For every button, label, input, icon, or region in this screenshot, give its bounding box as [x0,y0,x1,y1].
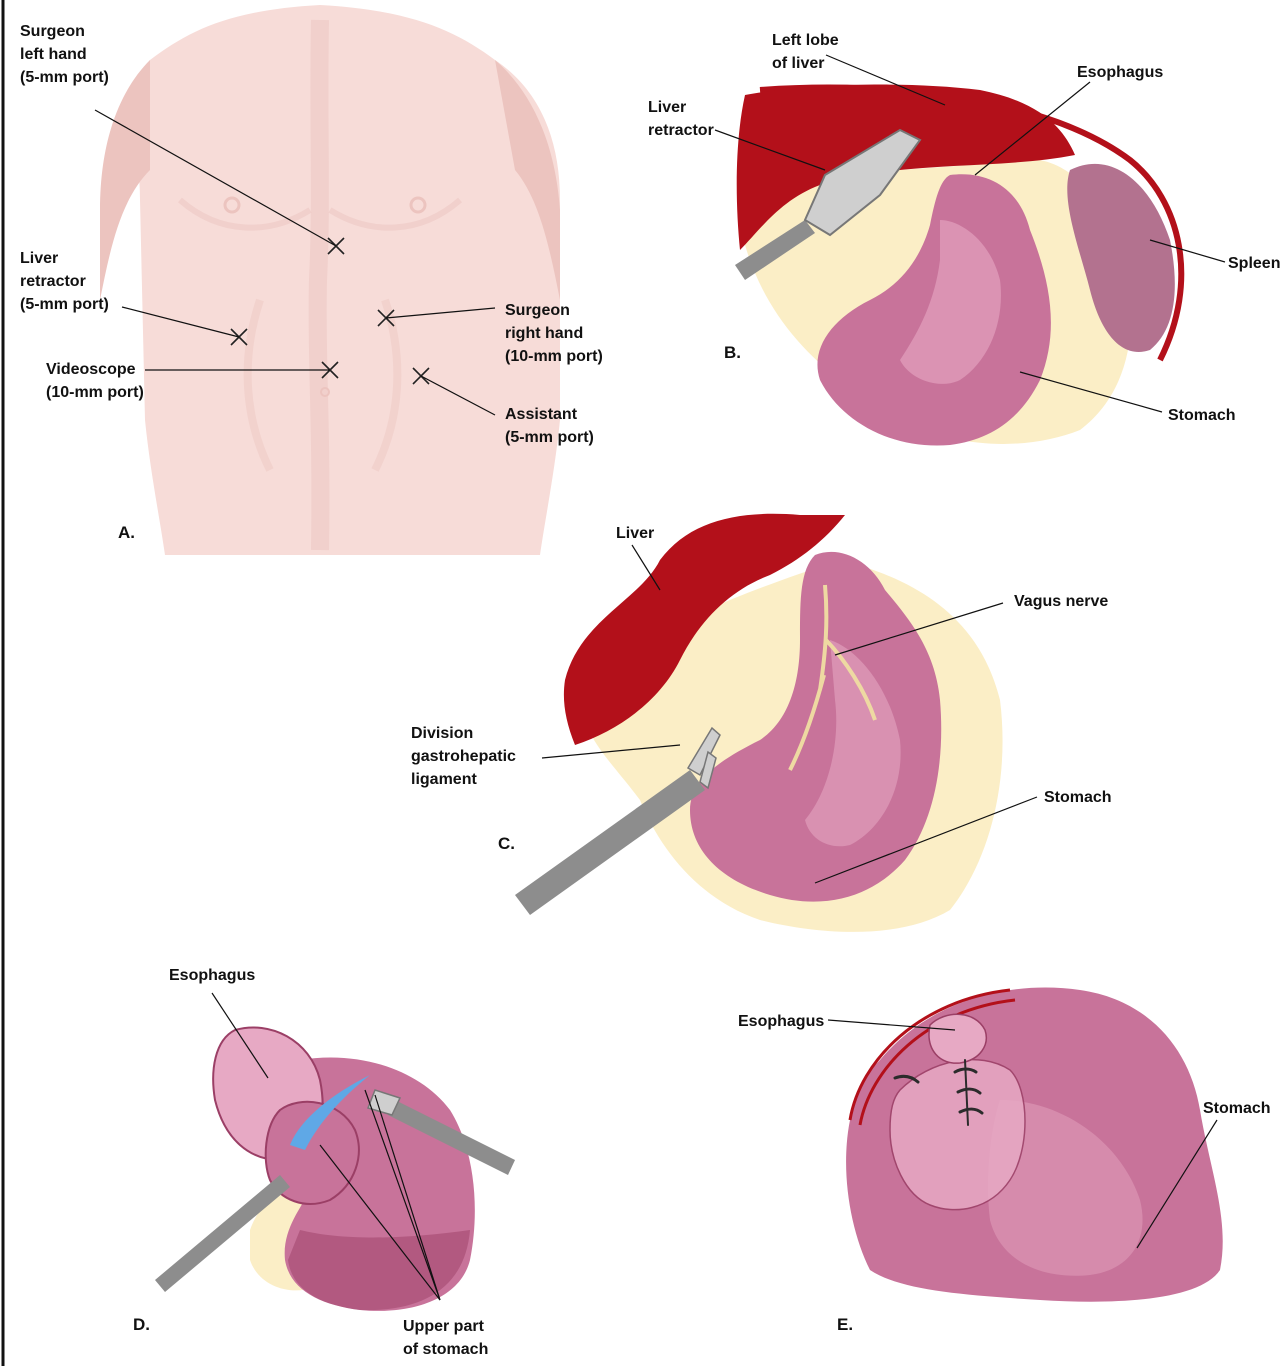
e-wrap [890,1060,1025,1210]
label-b-spleen: Spleen [1228,255,1280,272]
d-stomach-lower [288,1230,470,1310]
label-b-liver-retractor: Liver retractor [648,99,714,139]
panel-e-illustration [846,988,1223,1302]
label-e-stomach: Stomach [1203,1100,1271,1117]
label-c-division: Division gastrohepatic ligament [411,725,520,788]
label-d-esophagus: Esophagus [169,967,255,984]
label-d-upper-part: Upper part of stomach [403,1318,488,1358]
panel-b-illustration [735,85,1181,446]
label-b-esophagus: Esophagus [1077,64,1163,81]
panel-d-letter: D. [133,1315,150,1334]
label-c-vagus: Vagus nerve [1014,593,1108,610]
panel-a-torso [100,5,560,555]
e-esophagus [929,1014,986,1063]
label-a-liver-retractor: Liver retractor (5-mm port) [20,250,109,313]
panel-c-letter: C. [498,834,515,853]
label-e-esophagus: Esophagus [738,1013,824,1030]
torso-midline [318,20,321,550]
label-a-surgeon-left: Surgeon left hand (5-mm port) [20,23,109,86]
panel-c-illustration [515,514,1003,932]
label-c-liver: Liver [616,525,654,542]
panel-a-letter: A. [118,523,135,542]
label-a-surgeon-right: Surgeon right hand (10-mm port) [505,302,603,365]
panel-d-illustration [155,1027,515,1310]
label-b-left-lobe: Left lobe of liver [772,32,843,72]
torso-body [133,5,560,555]
label-c-stomach: Stomach [1044,789,1112,806]
label-b-stomach: Stomach [1168,407,1236,424]
label-a-videoscope: Videoscope (10-mm port) [46,361,144,401]
panel-b-letter: B. [724,343,741,362]
panel-e-letter: E. [837,1315,853,1334]
